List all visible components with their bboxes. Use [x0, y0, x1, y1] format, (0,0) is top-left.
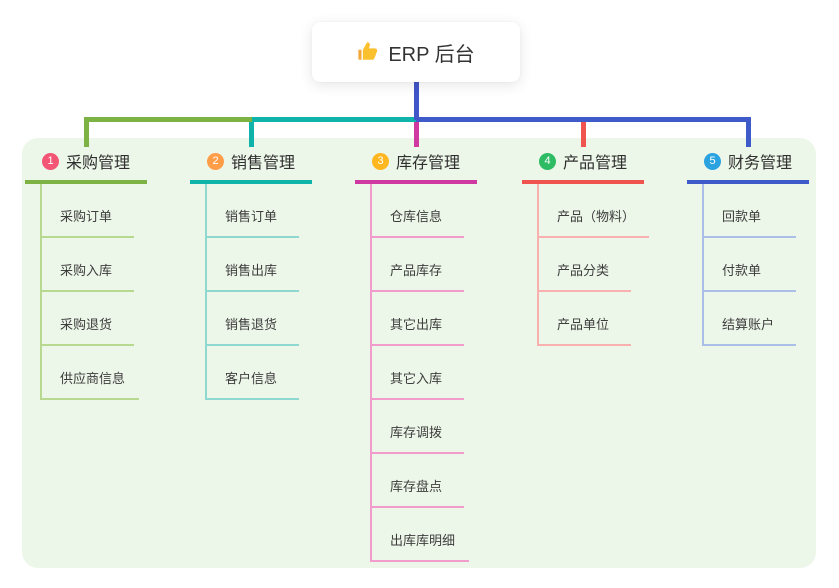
- branch-label: 产品管理: [563, 155, 628, 172]
- branch-header[interactable]: 3 库存管理: [355, 143, 477, 184]
- connector-drop-branch-2: [249, 119, 254, 147]
- branch: 1 采购管理 采购订单采购入库采购退货供应商信息: [25, 143, 147, 400]
- connector-drop-branch-3: [414, 122, 419, 147]
- branch-items: 仓库信息产品库存其它出库其它入库库存调拨库存盘点出库库明细: [370, 184, 470, 562]
- thumbs-up-icon: [357, 41, 379, 63]
- branch-item[interactable]: 采购入库: [42, 238, 134, 292]
- canvas-panel: [22, 138, 816, 568]
- branch-item-label: 产品（物料）: [557, 209, 636, 224]
- branch-item-label: 采购订单: [60, 209, 113, 224]
- branch-label: 财务管理: [728, 155, 793, 172]
- branch-item-label: 付款单: [722, 263, 762, 278]
- branch-item[interactable]: 客户信息: [207, 346, 299, 400]
- branch-number-badge: 3: [372, 152, 389, 170]
- branch-label: 销售管理: [231, 155, 296, 172]
- connector-drop-branch-1: [84, 119, 89, 147]
- branch: 5 财务管理 回款单付款单结算账户: [687, 143, 809, 346]
- branch-item-label: 产品库存: [390, 263, 443, 278]
- branch-item-label: 结算账户: [722, 317, 775, 332]
- connector-horizontal-left-green: [84, 117, 252, 122]
- branch-item-label: 仓库信息: [390, 209, 443, 224]
- branch-item[interactable]: 供应商信息: [42, 346, 140, 400]
- branch-item[interactable]: 销售订单: [207, 184, 299, 238]
- branch-item-label: 销售退货: [225, 317, 278, 332]
- branch-label: 采购管理: [66, 155, 131, 172]
- branch-item[interactable]: 产品库存: [372, 238, 464, 292]
- branch-item-label: 其它入库: [390, 371, 443, 386]
- branch-item[interactable]: 回款单: [704, 184, 796, 238]
- branch-item[interactable]: 库存调拨: [372, 400, 464, 454]
- branch-number-badge: 1: [42, 152, 59, 170]
- branch-item-label: 销售订单: [225, 209, 278, 224]
- branch-label: 库存管理: [396, 155, 461, 172]
- connector-drop-branch-5: [746, 119, 751, 147]
- branch-item[interactable]: 仓库信息: [372, 184, 464, 238]
- branch-item[interactable]: 其它入库: [372, 346, 464, 400]
- branch-items: 回款单付款单结算账户: [702, 184, 796, 346]
- branch-item[interactable]: 付款单: [704, 238, 796, 292]
- root-node[interactable]: ERP 后台: [312, 22, 520, 82]
- branch-header[interactable]: 4 产品管理: [522, 143, 644, 184]
- branch-item[interactable]: 出库库明细: [372, 508, 470, 562]
- branch-item-label: 供应商信息: [60, 371, 126, 386]
- branch: 4 产品管理 产品（物料） 产品分类产品单位: [522, 143, 650, 346]
- branch-items: 销售订单销售出库销售退货客户信息: [205, 184, 299, 400]
- branch-item-label: 库存盘点: [390, 479, 443, 494]
- branch-item-label: 出库库明细: [390, 533, 456, 548]
- branch-item[interactable]: 销售退货: [207, 292, 299, 346]
- branch-number-badge: 5: [704, 152, 721, 170]
- branch-item[interactable]: 产品（物料）: [539, 184, 650, 238]
- branch-item-label: 采购退货: [60, 317, 113, 332]
- branch-item-label: 回款单: [722, 209, 762, 224]
- branch-item-label: 产品分类: [557, 263, 610, 278]
- connector-horizontal-left-teal: [252, 117, 416, 122]
- branch-item[interactable]: 产品分类: [539, 238, 631, 292]
- branch: 2 销售管理 销售订单销售出库销售退货客户信息: [190, 143, 312, 400]
- branch-item[interactable]: 采购退货: [42, 292, 134, 346]
- branch-item-label: 库存调拨: [390, 425, 443, 440]
- branch-item[interactable]: 产品单位: [539, 292, 631, 346]
- branch-items: 采购订单采购入库采购退货供应商信息: [40, 184, 140, 400]
- branch-item[interactable]: 库存盘点: [372, 454, 464, 508]
- connector-root-vertical: [414, 82, 419, 120]
- branch-item[interactable]: 结算账户: [704, 292, 796, 346]
- branch-items: 产品（物料） 产品分类产品单位: [537, 184, 650, 346]
- branch-header[interactable]: 1 采购管理: [25, 143, 147, 184]
- branch-item-label: 采购入库: [60, 263, 113, 278]
- branch-item-label: 产品单位: [557, 317, 610, 332]
- connector-horizontal-right-blue: [416, 117, 751, 122]
- branch-number-badge: 4: [539, 152, 556, 170]
- branch-header[interactable]: 2 销售管理: [190, 143, 312, 184]
- branch-item[interactable]: 其它出库: [372, 292, 464, 346]
- root-label: ERP 后台: [388, 43, 475, 66]
- branch-item-label: 销售出库: [225, 263, 278, 278]
- connector-drop-branch-4: [581, 119, 586, 147]
- branch-item-label: 其它出库: [390, 317, 443, 332]
- branch-item[interactable]: 销售出库: [207, 238, 299, 292]
- branch-item[interactable]: 采购订单: [42, 184, 134, 238]
- branch-header[interactable]: 5 财务管理: [687, 143, 809, 184]
- branch: 3 库存管理 仓库信息产品库存其它出库其它入库库存调拨库存盘点出库库明细: [355, 143, 477, 562]
- branch-item-label: 客户信息: [225, 371, 278, 386]
- branch-number-badge: 2: [207, 152, 224, 170]
